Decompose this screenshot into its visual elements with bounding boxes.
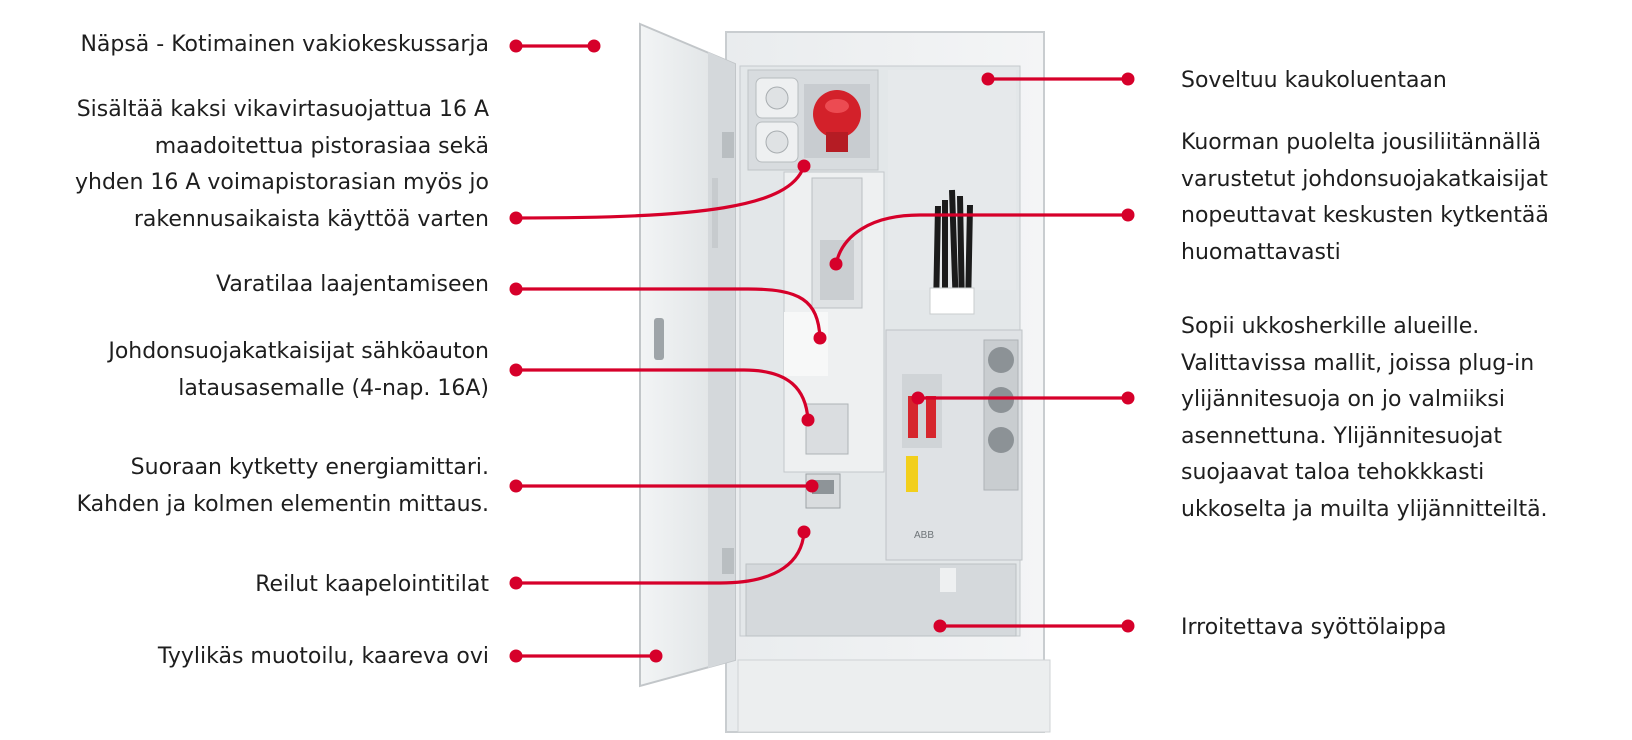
label-muotoilu: Tyylikäs muotoilu, kaareva ovi: [158, 639, 489, 676]
callout-varatila: [509, 282, 827, 345]
callout-dot: [1121, 208, 1135, 222]
label-jousiliitanta: Kuorman puolelta jousiliitännällä varuste…: [1181, 125, 1549, 271]
label-kaapelointi: Reilut kaapelointitilat: [255, 567, 489, 604]
brand-logo: ABB: [914, 530, 934, 541]
callout-kaukoluenta: [981, 72, 1135, 86]
callout-latausasema: [509, 363, 815, 427]
callout-line: [516, 287, 822, 339]
callout-energiamittari: [509, 479, 819, 493]
label-line: yhden 16 A voimapistorasian myös jo: [74, 170, 489, 195]
callout-dot: [1121, 619, 1135, 633]
callout-pistorasiat: [509, 159, 811, 225]
callout-dot: [813, 331, 827, 345]
label-line: ylijännitesuoja on jo valmiiksi: [1181, 387, 1505, 412]
label-energiamittari: Suoraan kytketty energiamittari. Kahden j…: [77, 450, 489, 523]
label-line: asennettuna. Ylijännitesuojat: [1181, 423, 1503, 449]
label-line: varustetut johdonsuojakatkaisijat: [1181, 166, 1548, 192]
callout-dot: [509, 211, 523, 225]
label-line: Tyylikäs muotoilu, kaareva ovi: [157, 644, 489, 669]
label-line: nopeuttavat keskusten kytkentää: [1181, 203, 1549, 228]
callout-dot: [797, 525, 811, 539]
callout-dot: [509, 479, 523, 493]
callout-line: [516, 368, 810, 421]
callout-line: [515, 165, 806, 220]
cable-area: [888, 70, 1016, 315]
callout-dot: [509, 39, 523, 53]
callout-dot: [509, 363, 523, 377]
label-line: huomattavasti: [1181, 239, 1341, 265]
label-line: Sopii ukkosherkille alueille.: [1181, 314, 1480, 339]
label-pistorasiat: Sisältää kaksi vikavirtasuojattua 16 A ma…: [75, 92, 489, 238]
label-line: rakennusaikaista käyttöä varten: [133, 206, 489, 232]
label-latausasema: Johdonsuojakatkaisijat sähköauton latausa…: [108, 334, 489, 407]
label-ukkonen: Sopii ukkosherkille alueille. Valittaviss…: [1181, 309, 1548, 528]
breaker-module: [783, 171, 885, 509]
callout-napsa: [509, 39, 601, 53]
label-line: Näpsä - Kotimainen vakiokeskussarja: [80, 32, 489, 57]
label-syottolaippa: Irroitettava syöttölaippa: [1181, 610, 1446, 647]
callout-dot: [829, 257, 843, 271]
callout-dot: [509, 576, 523, 590]
label-line: Sisältää kaksi vikavirtasuojattua 16 A: [76, 97, 489, 122]
label-napsa: Näpsä - Kotimainen vakiokeskussarja: [80, 27, 489, 64]
feed-flange: [745, 563, 1017, 637]
callout-dot: [981, 72, 995, 86]
callout-dot: [509, 649, 523, 663]
callout-kaapelointi: [509, 525, 811, 590]
label-line: suojaavat taloa tehokkkasti: [1181, 460, 1485, 485]
label-line: Soveltuu kaukoluentaan: [1181, 68, 1447, 93]
callout-line: [516, 531, 806, 585]
callout-dot: [587, 39, 601, 53]
label-kaukoluenta: Soveltuu kaukoluentaan: [1181, 63, 1447, 100]
label-line: Valittavissa mallit, joissa plug-in: [1181, 350, 1535, 376]
meter-module: ABB: [885, 329, 1023, 561]
socket-compartment: [747, 69, 879, 171]
callout-dot: [1121, 72, 1135, 86]
callout-dot: [649, 649, 663, 663]
callout-dot: [911, 391, 925, 405]
callout-dot: [933, 619, 947, 633]
label-line: Reilut kaapelointitilat: [255, 572, 489, 597]
callout-ukkonen: [911, 391, 1135, 405]
callout-line: [834, 213, 1128, 265]
callout-syottolaippa: [933, 619, 1135, 633]
label-line: Kuorman puolelta jousiliitännällä: [1181, 130, 1542, 155]
label-line: Varatilaa laajentamiseen: [216, 272, 489, 297]
callout-dot: [1121, 391, 1135, 405]
label-line: latausasemalle (4-nap. 16A): [178, 375, 489, 401]
label-line: Suoraan kytketty energiamittari.: [130, 455, 489, 480]
callout-dot: [801, 413, 815, 427]
label-line: ukkoselta ja muilta ylijännitteiltä.: [1181, 496, 1548, 522]
callout-dot: [509, 282, 523, 296]
callout-dot: [805, 479, 819, 493]
callout-muotoilu: [509, 649, 663, 663]
callout-jousiliitanta: [829, 208, 1135, 271]
callout-dot: [797, 159, 811, 173]
label-line: Irroitettava syöttölaippa: [1181, 615, 1447, 640]
label-line: Johdonsuojakatkaisijat sähköauton: [108, 339, 489, 364]
label-line: maadoitettua pistorasiaa sekä: [154, 133, 489, 159]
label-varatila: Varatilaa laajentamiseen: [216, 267, 489, 304]
label-line: Kahden ja kolmen elementin mittaus.: [76, 491, 489, 517]
